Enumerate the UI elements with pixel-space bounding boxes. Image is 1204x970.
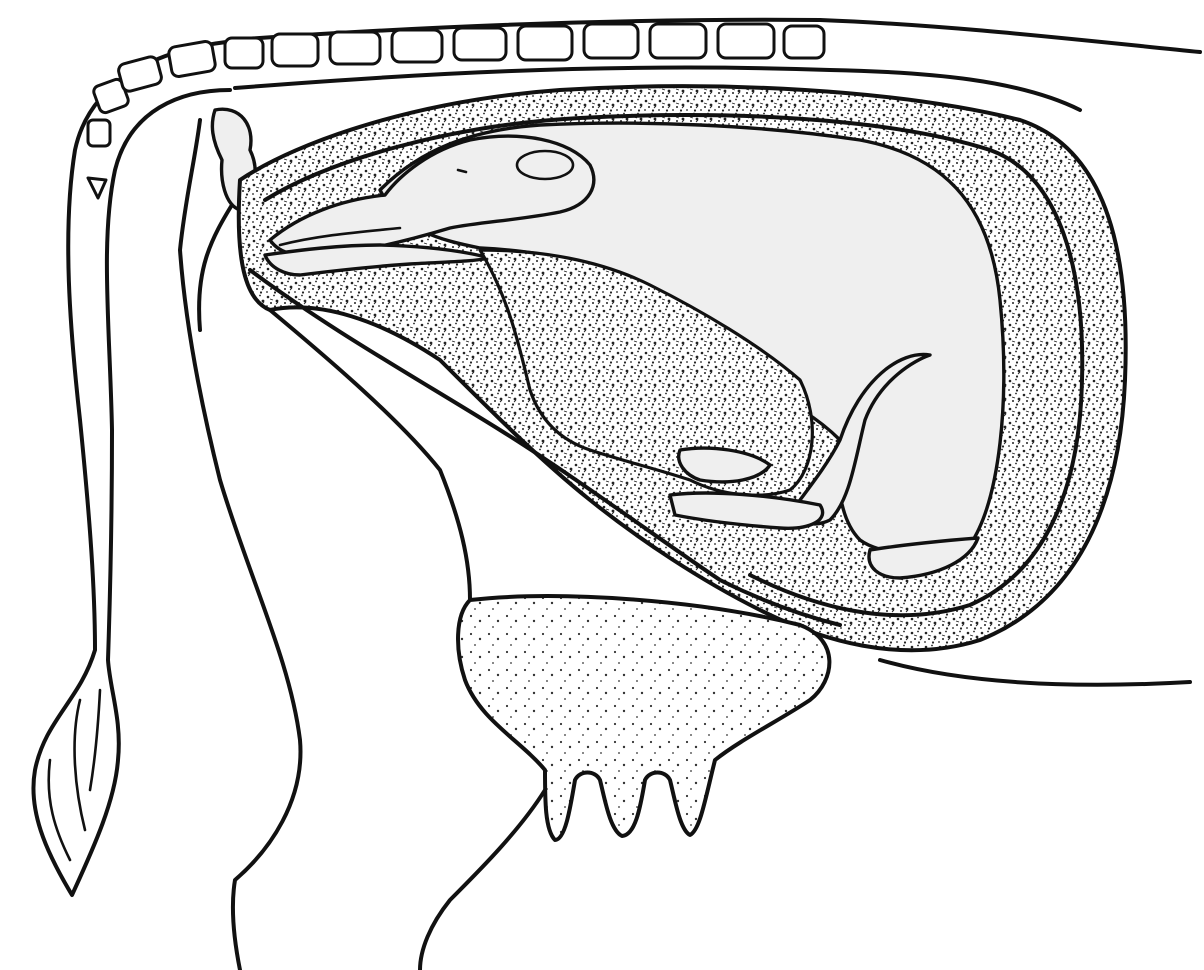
thigh-inner-outline [199, 200, 235, 330]
vertebra [650, 24, 706, 58]
vertebra [272, 34, 318, 66]
udder [458, 596, 829, 840]
vertebra [168, 40, 217, 77]
vertebra [225, 38, 263, 68]
tail-switch-lines [49, 690, 100, 860]
vertebra-tip [88, 178, 106, 198]
belly-outline [880, 660, 1190, 685]
vertebra [88, 120, 110, 146]
vertebra [117, 55, 163, 92]
vertebra [584, 24, 638, 58]
vertebra [784, 26, 824, 58]
vertebra [718, 24, 774, 58]
vertebra [392, 30, 442, 62]
vertebra [330, 32, 380, 64]
vertebra [518, 26, 572, 60]
vertebra [454, 28, 506, 60]
hind-flank-outline [420, 790, 545, 970]
back-outline [820, 20, 1200, 52]
